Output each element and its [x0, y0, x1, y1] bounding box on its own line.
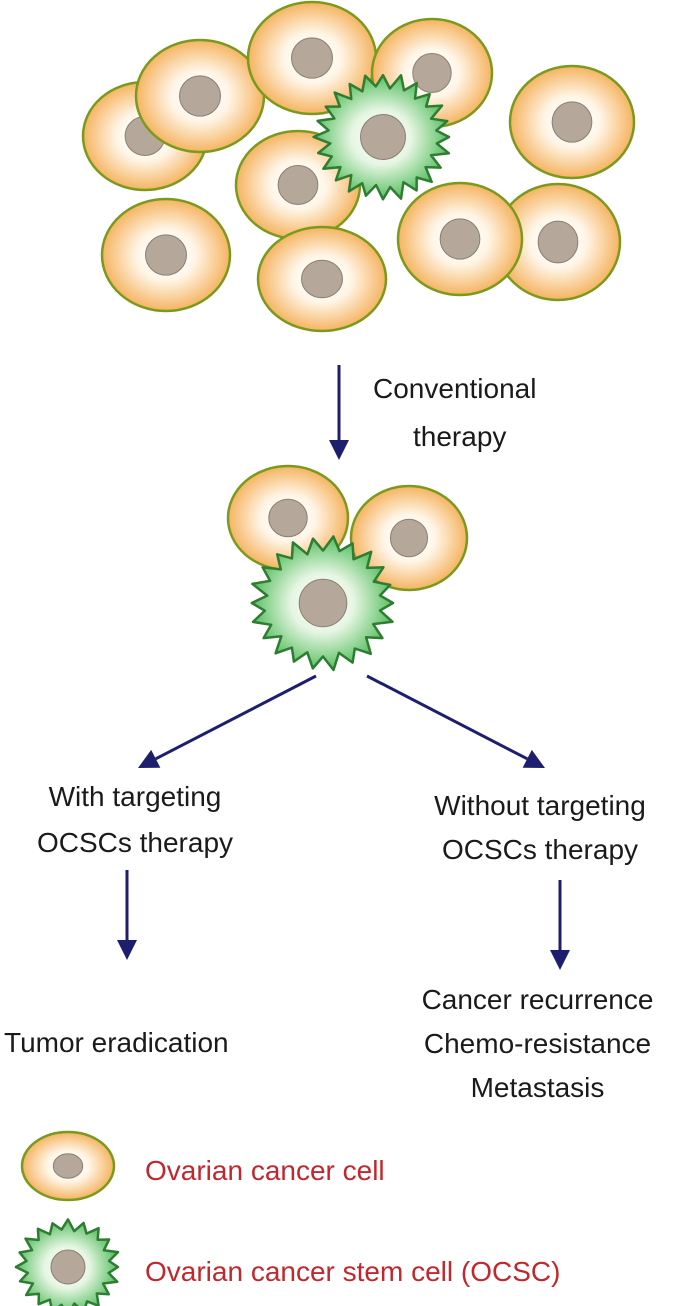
cancer-cell	[100, 197, 232, 313]
legend-cancer-cell-label: Ovarian cancer cell	[145, 1155, 385, 1186]
cancer-cell	[349, 484, 469, 592]
without-targeting-label-line1: Without targeting	[434, 790, 646, 821]
nucleus	[145, 234, 187, 276]
nucleus	[537, 220, 579, 264]
without-targeting-label-line2: OCSCs therapy	[441, 834, 639, 865]
outcome-metastasis: Metastasis	[470, 1072, 605, 1103]
legend-cancer-cell-icon	[20, 1130, 116, 1202]
ocsc-stem-cell	[312, 73, 451, 201]
arrow-to-without-targeting	[366, 674, 545, 768]
cancer-cell	[508, 64, 636, 180]
with-targeting-label-line2: OCSCs therapy	[36, 827, 234, 858]
arrow-to-recurrence	[550, 880, 570, 970]
outcome-cancer-recurrence: Cancer recurrence	[421, 984, 654, 1015]
cancer-cell	[256, 225, 388, 333]
conventional-therapy-label-line1: Conventional	[373, 373, 537, 404]
nucleus	[50, 1249, 86, 1285]
arrow-to-tumor-eradication	[117, 870, 137, 960]
cancer-cell	[396, 181, 524, 297]
arrow-to-with-targeting	[138, 674, 317, 768]
legend-stem-cell-icon	[14, 1218, 120, 1306]
legend-stem-cell-label: Ovarian cancer stem cell (OCSC)	[145, 1256, 561, 1287]
arrow-conventional-therapy	[329, 365, 349, 460]
nucleus	[268, 498, 308, 538]
nucleus	[298, 578, 348, 628]
nucleus	[412, 53, 452, 93]
conventional-therapy-label-line2: therapy	[413, 421, 507, 452]
nucleus	[277, 165, 319, 205]
with-targeting-label-line1: With targeting	[48, 781, 222, 812]
nucleus	[551, 101, 593, 143]
nucleus	[301, 259, 343, 299]
nucleus	[179, 75, 221, 117]
cells-group	[14, 0, 636, 1306]
nucleus	[291, 37, 333, 79]
nucleus	[389, 518, 429, 558]
outcome-tumor-eradication: Tumor eradication	[4, 1027, 229, 1058]
cancer-cell	[134, 38, 266, 154]
outcome-chemo-resistance: Chemo-resistance	[423, 1028, 652, 1059]
nucleus	[52, 1153, 84, 1179]
nucleus	[439, 218, 481, 260]
ocsc-stem-cell	[250, 535, 395, 672]
arrows-group	[117, 365, 570, 970]
nucleus	[360, 114, 406, 160]
